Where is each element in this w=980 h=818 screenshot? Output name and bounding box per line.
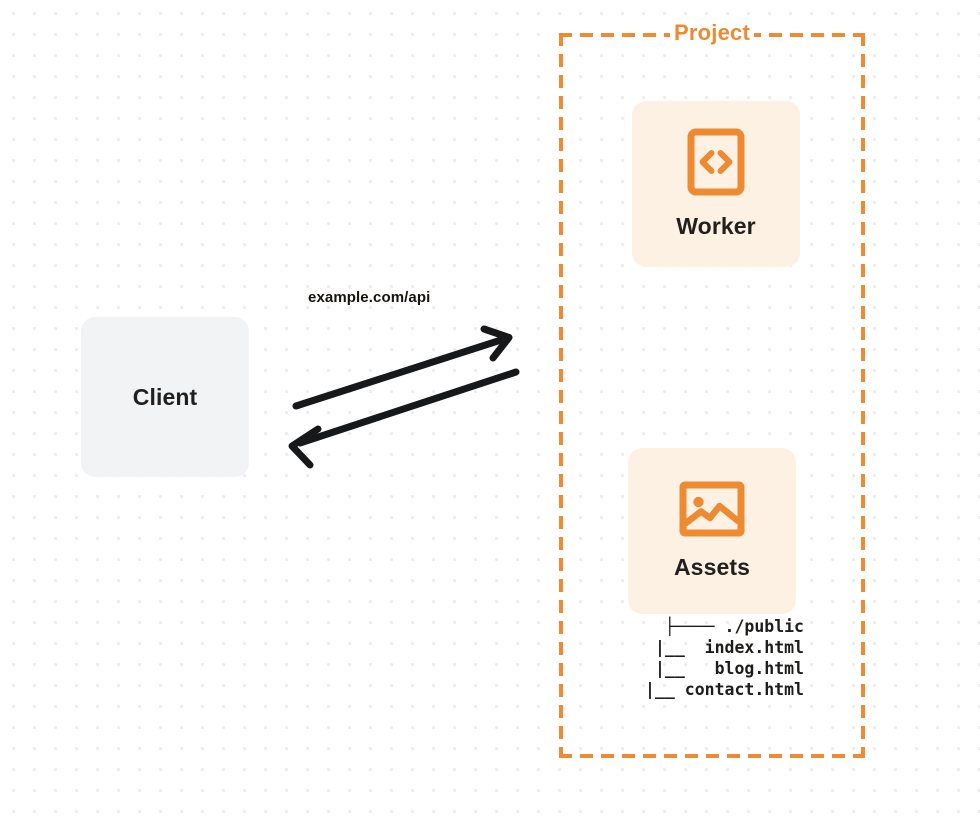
project-group-boundary: Project <box>559 20 865 758</box>
worker-node[interactable]: Worker <box>632 101 800 267</box>
response-arrow <box>288 368 520 469</box>
project-group-label: Project <box>670 20 754 46</box>
request-edge-label: example.com/api <box>308 289 431 306</box>
client-node[interactable]: Client <box>81 317 249 477</box>
image-icon <box>679 481 745 542</box>
project-border-left <box>559 33 563 758</box>
assets-node-label: Assets <box>673 554 751 580</box>
client-node-label: Client <box>132 383 198 410</box>
request-arrow <box>292 325 513 410</box>
code-icon <box>687 128 745 201</box>
project-border-bottom <box>559 754 865 758</box>
worker-node-label: Worker <box>676 213 756 239</box>
assets-file-tree: ├──── ./public |__ index.html |__ blog.h… <box>645 617 804 699</box>
assets-node[interactable]: Assets <box>628 448 796 614</box>
project-border-right <box>861 33 865 758</box>
